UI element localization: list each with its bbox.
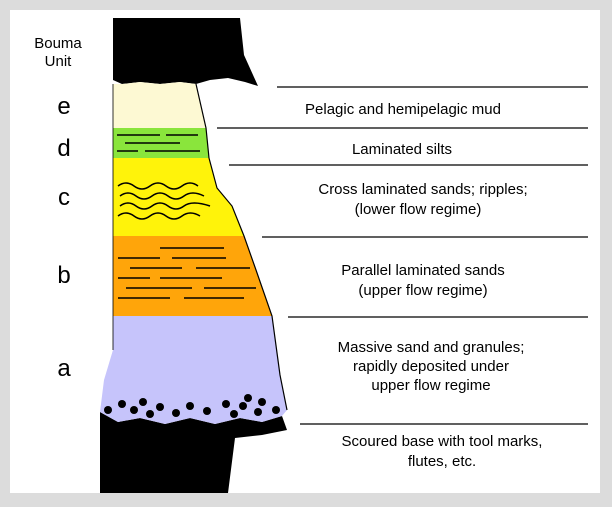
unit-b-description-line2: (upper flow regime) — [358, 282, 487, 299]
unit-a-description-line1: Massive sand and granules; — [338, 339, 525, 356]
diagram-frame: Bouma Unit e d c b a Pelagic and hemipel… — [10, 10, 600, 493]
unit-c-layer — [113, 158, 244, 236]
unit-a-description-line3: upper flow regime — [371, 377, 490, 394]
unit-letter-d: d — [57, 135, 70, 162]
overlying-bed — [113, 18, 258, 86]
base-description-line1: Scoured base with tool marks, — [342, 433, 543, 450]
unit-c-description-line2: (lower flow regime) — [355, 201, 482, 218]
unit-d-description: Laminated silts — [352, 141, 452, 158]
unit-c-description-line1: Cross laminated sands; ripples; — [318, 181, 527, 198]
base-description-line2: flutes, etc. — [408, 453, 476, 470]
header-line1: Bouma — [34, 35, 82, 52]
unit-letter-e: e — [57, 93, 70, 120]
unit-e-layer — [113, 82, 206, 128]
unit-a-description-line2: rapidly deposited under — [353, 358, 509, 375]
silt-laminations — [117, 134, 200, 152]
bouma-sequence-diagram: Bouma Unit e d c b a Pelagic and hemipel… — [34, 18, 588, 493]
ripple-marks — [117, 182, 211, 220]
unit-e-description: Pelagic and hemipelagic mud — [305, 101, 501, 118]
unit-b-layer — [113, 236, 272, 316]
unit-letter-c: c — [58, 184, 70, 211]
granules — [104, 394, 280, 418]
underlying-bed — [100, 412, 287, 493]
column-outline — [195, 83, 288, 411]
unit-a-layer — [100, 316, 287, 424]
parallel-laminations — [118, 247, 256, 299]
unit-letter-a: a — [57, 355, 71, 382]
unit-letter-b: b — [57, 262, 70, 289]
unit-b-description-line1: Parallel laminated sands — [341, 262, 504, 279]
header-line2: Unit — [45, 53, 73, 70]
unit-dividers — [217, 86, 588, 425]
